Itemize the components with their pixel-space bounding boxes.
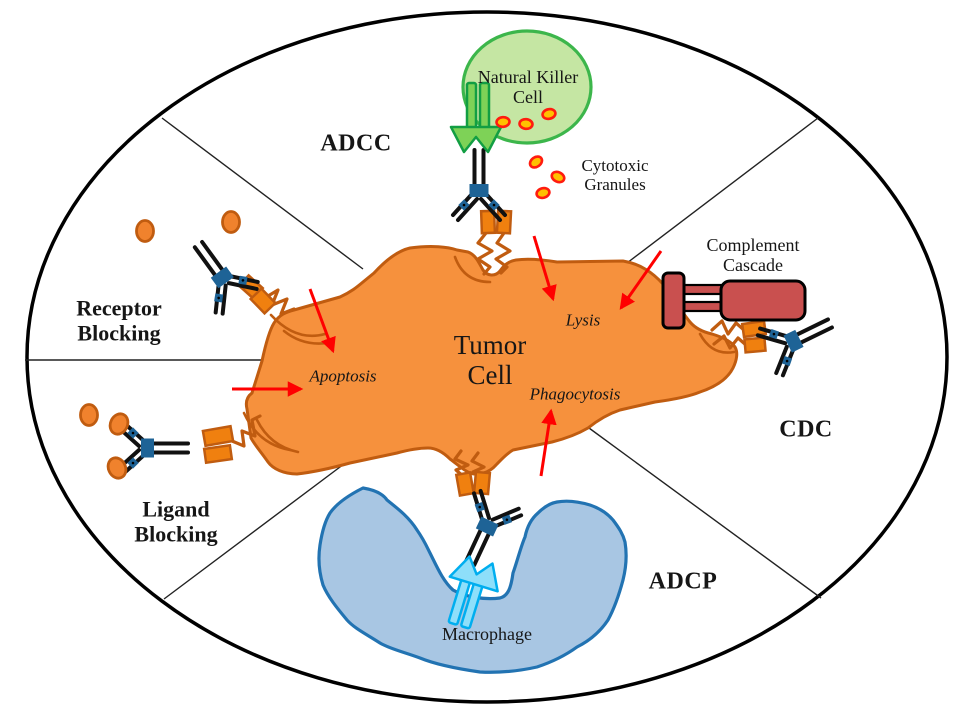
cdc-squiggle-2 (712, 334, 748, 350)
cytotoxic-granules-label: Cytotoxic Granules (581, 156, 648, 194)
cdc-region-label: CDC (779, 416, 833, 443)
ligand-blocking-region-label: Ligand Blocking (134, 497, 217, 546)
ligand-icon (106, 456, 128, 480)
macrophage-label: Macrophage (442, 623, 532, 644)
granule-icon (495, 115, 511, 129)
adcp-squiggle-1 (453, 449, 470, 479)
adcc-squiggle-1 (476, 231, 494, 276)
adcp-region-label: ADCP (648, 568, 718, 595)
complement-cascade-label-line1: Complement (706, 234, 800, 255)
cdc-squiggle-1 (710, 319, 746, 336)
receptor-blocking-antibody-icon (192, 239, 260, 316)
lysis-label: Lysis (565, 310, 601, 330)
complement-cascade-label-line2: Cascade (723, 255, 783, 275)
sector-divider-lines (25, 117, 822, 600)
phagocytosis-arrow (539, 408, 557, 477)
divider-adcc-cdc (626, 117, 819, 264)
lysis-arrow-cdc (619, 250, 663, 310)
nk-cell-label: Natural Killer Cell (478, 67, 578, 107)
nk-cell-label-line1: Natural Killer (477, 66, 579, 87)
ligand-icon (221, 210, 241, 234)
receptor-blocking-squiggle (261, 288, 296, 316)
adcc-antibody-icon (451, 148, 507, 222)
ligand-icon (79, 403, 99, 427)
granule-icon (518, 117, 534, 131)
tumor-cell-label: Tumor Cell (454, 330, 527, 390)
divider-adcc-receptorblocking (161, 117, 364, 270)
lysis-arrow-adcc (532, 235, 557, 302)
nk-cell-shape (461, 29, 593, 145)
effect-arrows (232, 235, 663, 477)
ligand-blocking-squiggle (230, 414, 262, 448)
adcc-squiggle-2 (494, 231, 512, 275)
receptor-blocking-region-label: Receptor Blocking (76, 296, 162, 345)
antigen-rects (201, 209, 768, 498)
granule-icon (541, 107, 557, 121)
receptor-blocking-label-line2: Blocking (77, 320, 161, 345)
ligand-icon (135, 219, 155, 243)
ligand-blocking-label-line1: Ligand (142, 496, 210, 522)
ligand-icons (79, 210, 241, 480)
tumor-cell-label-line2: Cell (467, 360, 513, 390)
phagocytosis-label: Phagocytosis (529, 384, 621, 404)
granule-icon (528, 155, 544, 169)
tumor-membrane-wrinkles (242, 255, 736, 454)
apoptosis-label: Apoptosis (309, 366, 377, 386)
adcc-region-label: ADCC (320, 130, 392, 157)
complement-cascade-label: Complement Cascade (707, 235, 800, 275)
apoptosis-arrow-1 (308, 288, 336, 354)
macrophage-shape (317, 486, 628, 674)
granule-icon (535, 186, 551, 200)
ligand-blocking-label-line2: Blocking (134, 521, 218, 546)
cytotoxic-granules-icons (495, 107, 566, 200)
complement-cascade-icon (661, 271, 807, 330)
granule-icon (550, 170, 566, 184)
nk-cell-label-line2: Cell (513, 87, 543, 107)
antibodies (116, 148, 834, 568)
receptor-blocking-label-line1: Receptor (76, 295, 162, 321)
divider-ligand-adcp (163, 457, 353, 600)
macrophage-fc-receptor-icon (447, 555, 499, 630)
cdc-antibody-icon (755, 317, 834, 378)
divider-adcp-cdc (588, 427, 822, 599)
cytotoxic-granules-label-line2: Granules (584, 175, 646, 194)
tumor-cell-label-line1: Tumor (453, 329, 527, 360)
ligand-icon (108, 412, 130, 436)
nk-fc-receptor-icon (449, 81, 503, 154)
cytotoxic-granules-label-line1: Cytotoxic (581, 155, 649, 175)
